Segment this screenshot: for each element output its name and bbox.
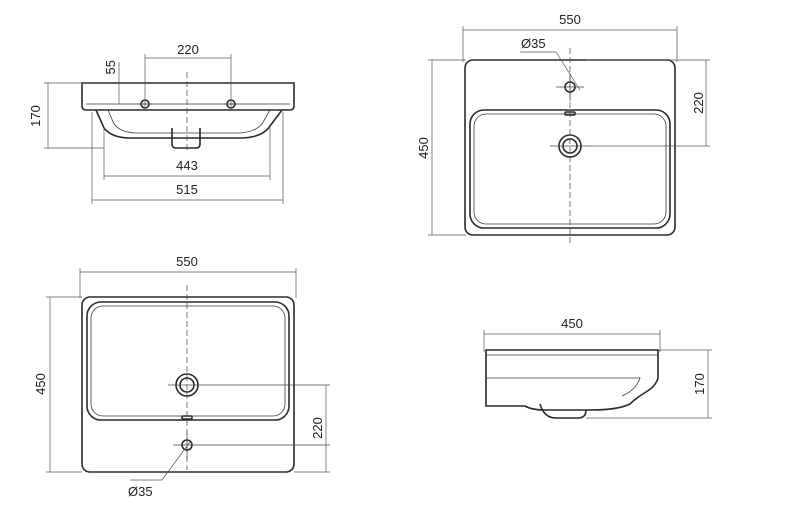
dim-170: 170 xyxy=(692,373,707,395)
top-view-right: 550 Ø35 220 450 xyxy=(416,12,710,245)
basin-outline xyxy=(81,296,295,473)
dim-220: 220 xyxy=(691,92,706,114)
dim-220: 220 xyxy=(177,42,199,57)
front-drain xyxy=(171,128,201,149)
drain-hole xyxy=(168,373,330,397)
front-view: 220 55 170 443 515 xyxy=(28,42,295,204)
dim-443: 443 xyxy=(176,158,198,173)
dim-450: 450 xyxy=(416,137,431,159)
dim-55: 55 xyxy=(103,60,118,74)
bowl-outline xyxy=(86,301,290,421)
tap-hole xyxy=(173,431,330,459)
side-outline xyxy=(485,349,659,411)
side-drain xyxy=(539,403,587,419)
front-bowl-inner xyxy=(107,109,271,134)
dim-450: 450 xyxy=(561,316,583,331)
drain-hole xyxy=(550,134,592,158)
dim-450: 450 xyxy=(33,373,48,395)
dim-dia35: Ø35 xyxy=(521,36,546,51)
dim-170: 170 xyxy=(28,105,43,127)
side-bowl-inner xyxy=(486,377,641,397)
dim-515: 515 xyxy=(176,182,198,197)
dim-dia35: Ø35 xyxy=(128,484,153,499)
dim-550: 550 xyxy=(176,254,198,269)
bowl-inner-outline xyxy=(90,305,286,417)
side-view: 450 170 xyxy=(483,316,712,419)
dim-220: 220 xyxy=(310,417,325,439)
dim-550: 550 xyxy=(559,12,581,27)
top-view-left: 550 450 220 Ø35 xyxy=(33,254,330,499)
front-bowl xyxy=(95,109,283,139)
front-rim xyxy=(81,82,295,111)
